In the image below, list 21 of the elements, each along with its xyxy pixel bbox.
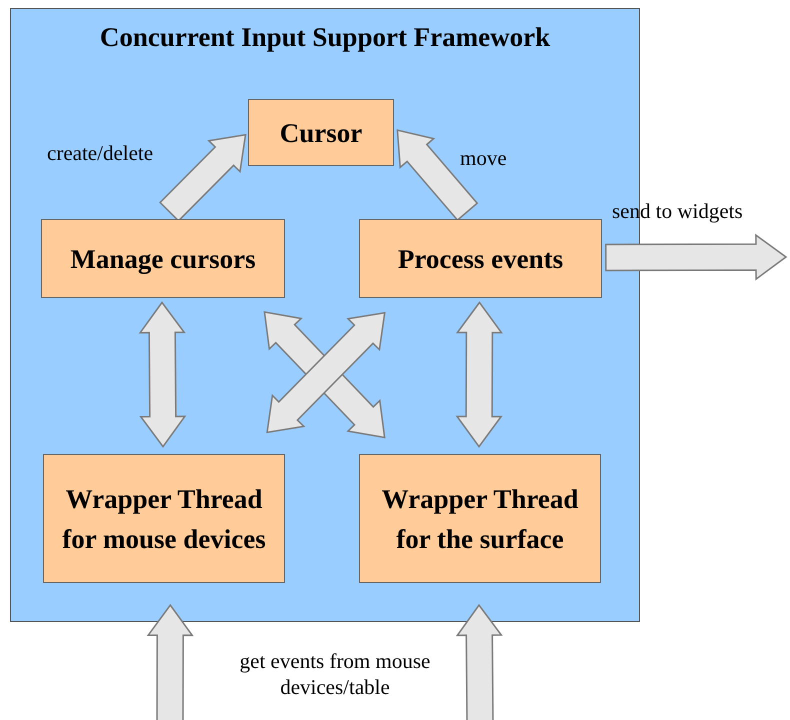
box-label: Process events [398,242,564,276]
process-box [359,219,602,298]
process-box [43,454,285,583]
process-box [41,219,285,298]
process-box [248,99,394,166]
box-label: Manage cursors [70,242,256,276]
box-label: Wrapper Thread for the surface [380,482,580,556]
note-label: get events from mouse devices/table [238,648,432,700]
block-arrow [146,604,194,720]
block-arrow [138,301,186,448]
block-arrow [396,129,478,222]
process-box [359,454,601,583]
edge-label: create/delete [47,140,154,166]
box-label: Wrapper Thread for mouse devices [61,482,267,556]
edge-label: move [460,145,507,172]
block-arrow [159,134,246,222]
block-arrow [456,604,503,720]
box-label: Cursor [280,116,362,150]
block-arrow [605,234,788,281]
block-arrow [456,301,503,448]
panel-title: Concurrent Input Support Framework [98,21,552,54]
